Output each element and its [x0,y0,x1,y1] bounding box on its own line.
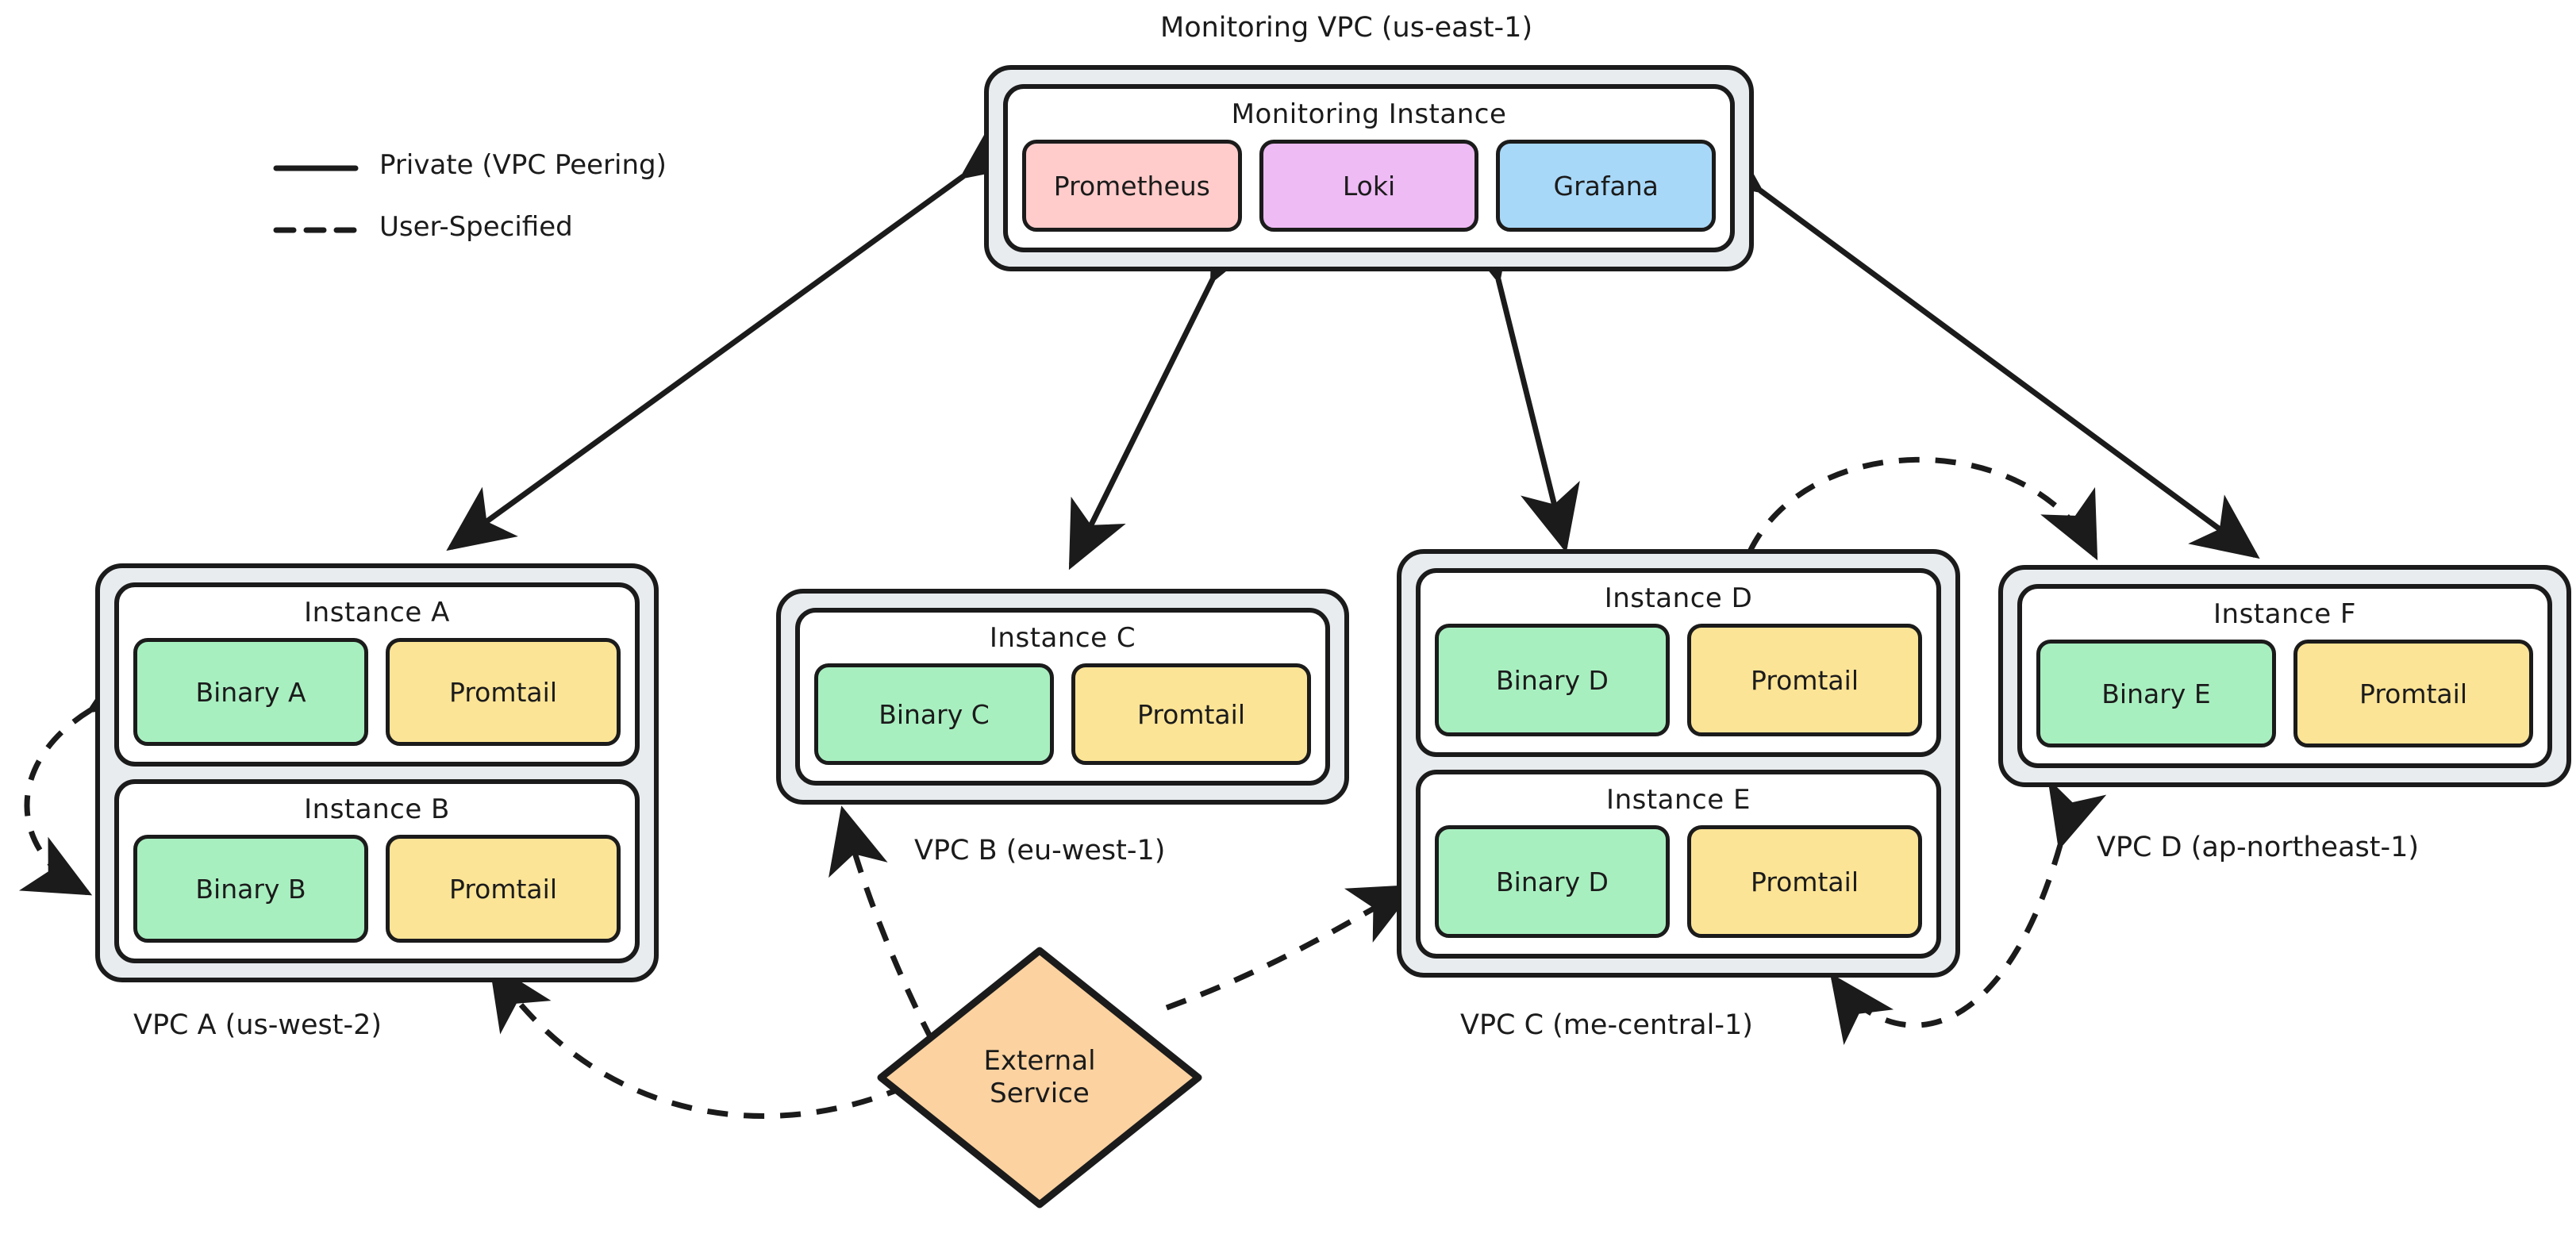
instance-c-service-row: Binary C Promtail [814,663,1311,765]
service-binary-f[interactable]: Binary E [2036,640,2276,747]
service-prometheus[interactable]: Prometheus [1022,140,1242,232]
service-promtail-a[interactable]: Promtail [386,638,621,746]
service-binary-b[interactable]: Binary B [133,835,368,943]
instance-e[interactable]: Instance E Binary D Promtail [1416,770,1941,959]
instance-f[interactable]: Instance F Binary E Promtail [2017,584,2552,768]
instance-d-service-row: Binary D Promtail [1435,624,1922,736]
monitoring-vpc-caption: Monitoring VPC (us-east-1) [1160,12,1533,44]
edge-monitoring-to-vpc-d [1693,129,2260,559]
instance-monitoring-title: Monitoring Instance [1231,98,1507,130]
instance-d[interactable]: Instance D Binary D Promtail [1416,568,1941,757]
service-binary-e[interactable]: Binary D [1435,825,1670,938]
service-grafana[interactable]: Grafana [1496,140,1717,232]
vpc-b-container[interactable]: Instance C Binary C Promtail [776,589,1349,805]
edge-instance-a-to-instance-b [18,651,159,896]
vpc-a-container[interactable]: Instance A Binary A Promtail Instance B … [95,563,659,982]
vpc-d-caption: VPC D (ap-northeast-1) [2097,832,2420,863]
vpc-d-container[interactable]: Instance F Binary E Promtail [1998,565,2571,787]
edge-monitoring-to-vpc-b [1068,210,1267,571]
vpc-b-caption: VPC B (eu-west-1) [914,835,1166,867]
vpc-a-caption: VPC A (us-west-2) [133,1009,383,1041]
service-promtail-d[interactable]: Promtail [1687,624,1922,736]
vpc-c-container[interactable]: Instance D Binary D Promtail Instance E … [1397,549,1960,978]
service-promtail-f[interactable]: Promtail [2293,640,2533,747]
edge-monitoring-to-vpc-c [1454,212,1580,553]
edge-external-to-vpc-a [489,962,908,1120]
instance-b[interactable]: Instance B Binary B Promtail [114,779,640,963]
instance-c-title: Instance C [989,622,1136,654]
service-loki[interactable]: Loki [1259,140,1479,232]
service-promtail-c[interactable]: Promtail [1071,663,1311,765]
instance-f-service-row: Binary E Promtail [2036,640,2533,747]
service-promtail-b[interactable]: Promtail [386,835,621,943]
instance-b-title: Instance B [304,793,450,825]
instance-a-service-row: Binary A Promtail [133,638,621,746]
instance-b-service-row: Binary B Promtail [133,835,621,943]
service-binary-c[interactable]: Binary C [814,663,1054,765]
vpc-c-caption: VPC C (me-central-1) [1460,1009,1753,1041]
external-service-node[interactable]: External Service [873,943,1206,1212]
external-service-label-line2: Service [990,1078,1090,1109]
monitoring-vpc-container[interactable]: Monitoring Instance Prometheus Loki Graf… [984,65,1754,271]
legend-item-user-specified-label: User-Specified [379,211,573,243]
monitoring-service-row: Prometheus Loki Grafana [1022,140,1717,232]
instance-a-title: Instance A [304,597,450,628]
service-binary-a[interactable]: Binary A [133,638,368,746]
external-service-label-line1: External [983,1044,1096,1077]
external-service-diamond-shape [877,947,1202,1208]
legend-item-private-label: Private (VPC Peering) [379,149,667,181]
instance-monitoring[interactable]: Monitoring Instance Prometheus Loki Graf… [1003,84,1735,252]
instance-e-service-row: Binary D Promtail [1435,825,1922,938]
instance-f-title: Instance F [2213,598,2356,630]
service-promtail-e[interactable]: Promtail [1687,825,1922,938]
instance-d-title: Instance D [1604,582,1753,614]
edge-vpc-c-to-vpc-d-top [1695,456,2098,621]
instance-c[interactable]: Instance C Binary C Promtail [795,608,1330,786]
service-binary-d[interactable]: Binary D [1435,624,1670,736]
instance-a[interactable]: Instance A Binary A Promtail [114,582,640,767]
external-service-label: External Service [983,1045,1095,1111]
instance-e-title: Instance E [1606,784,1751,816]
